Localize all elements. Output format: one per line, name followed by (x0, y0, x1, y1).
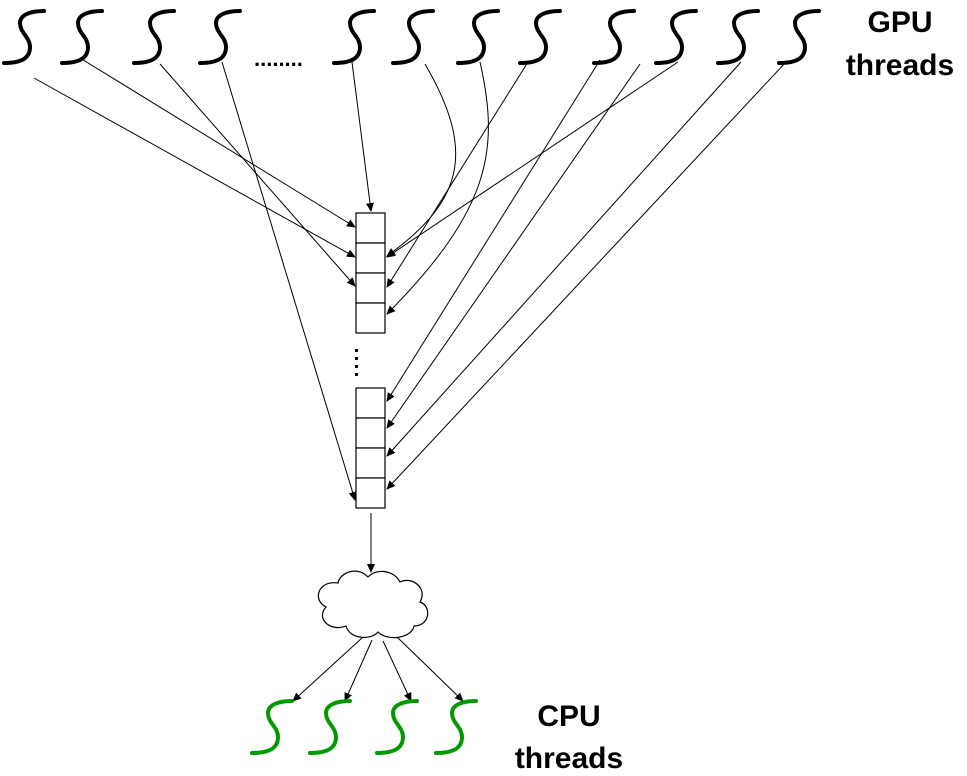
arrow (221, 61, 357, 501)
gpu-thread-icon (777, 9, 821, 65)
gpu-thread-icon (132, 9, 176, 65)
cpu-threads-group (250, 699, 478, 755)
gpu-thread-icon (2, 9, 46, 65)
gpu-thread-ellipsis: ........ (254, 46, 303, 71)
buffer-slot (355, 242, 386, 274)
gpu-thread-icon (391, 9, 435, 65)
buffer-slot (355, 212, 386, 244)
arrow (396, 636, 464, 702)
gpu-thread-icon (716, 9, 760, 65)
cpu-thread-icon (250, 699, 294, 755)
arrow (386, 61, 787, 490)
buffer-slot (355, 447, 386, 479)
arrow (351, 61, 374, 212)
arrow (382, 640, 412, 702)
gpu-thread-icon (60, 9, 104, 65)
gpu-thread-icon (198, 9, 242, 65)
arrow (79, 57, 356, 228)
gpu-label-line1: GPU (867, 6, 932, 39)
arrow (292, 637, 363, 702)
gpu-label-line2: threads (846, 49, 954, 82)
buffer-queue (355, 212, 386, 509)
arrow (344, 639, 373, 702)
cpu-thread-icon (308, 699, 352, 755)
cpu-label-line2: threads (515, 742, 623, 775)
arrow (386, 61, 742, 457)
buffer-slot (355, 387, 386, 419)
arrow (386, 63, 641, 429)
arrow (386, 61, 679, 258)
arrow (386, 63, 457, 257)
gpu-thread-icon (332, 9, 376, 65)
gpu-thread-icon (654, 9, 698, 65)
arrow (159, 63, 356, 287)
buffer-slot (355, 417, 386, 449)
arrow (386, 61, 529, 288)
arrow (386, 59, 601, 402)
gpu-thread-icon (518, 9, 562, 65)
buffer-slot (355, 477, 386, 509)
arrow (386, 61, 489, 315)
arrow-connections (33, 57, 787, 702)
arrow (33, 77, 356, 258)
cpu-thread-icon (434, 699, 478, 755)
gpu-thread-icon (592, 9, 636, 65)
buffer-ellipsis (355, 349, 358, 376)
buffer-slot (355, 302, 386, 334)
gpu-thread-icon (456, 9, 500, 65)
cpu-thread-icon (375, 699, 419, 755)
cpu-label-line1: CPU (537, 700, 600, 733)
buffer-slot (355, 272, 386, 304)
gpu-threads-group (2, 9, 821, 65)
cloud-icon (317, 570, 429, 639)
